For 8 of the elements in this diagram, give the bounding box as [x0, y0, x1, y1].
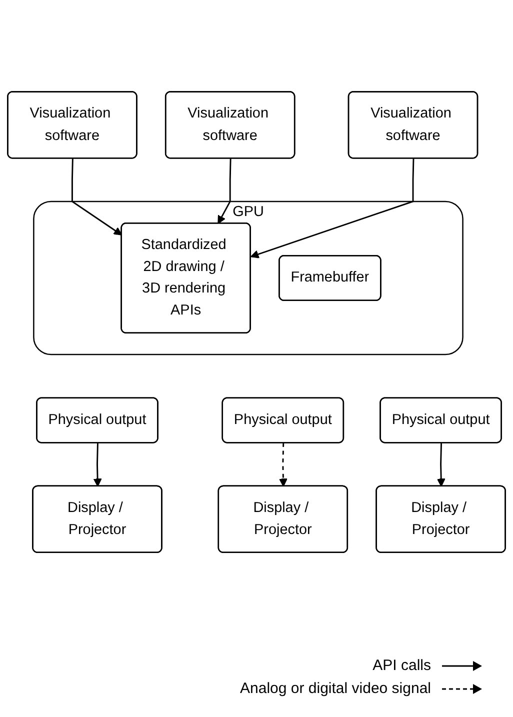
arrow — [250, 159, 414, 259]
arrow — [436, 444, 446, 488]
arrow — [71, 159, 122, 236]
arrow — [93, 444, 102, 488]
arrow — [218, 159, 232, 224]
legend-text: API calls — [372, 657, 431, 674]
arrow — [278, 444, 288, 488]
legend-text: Analog or digital video signal — [240, 680, 431, 697]
